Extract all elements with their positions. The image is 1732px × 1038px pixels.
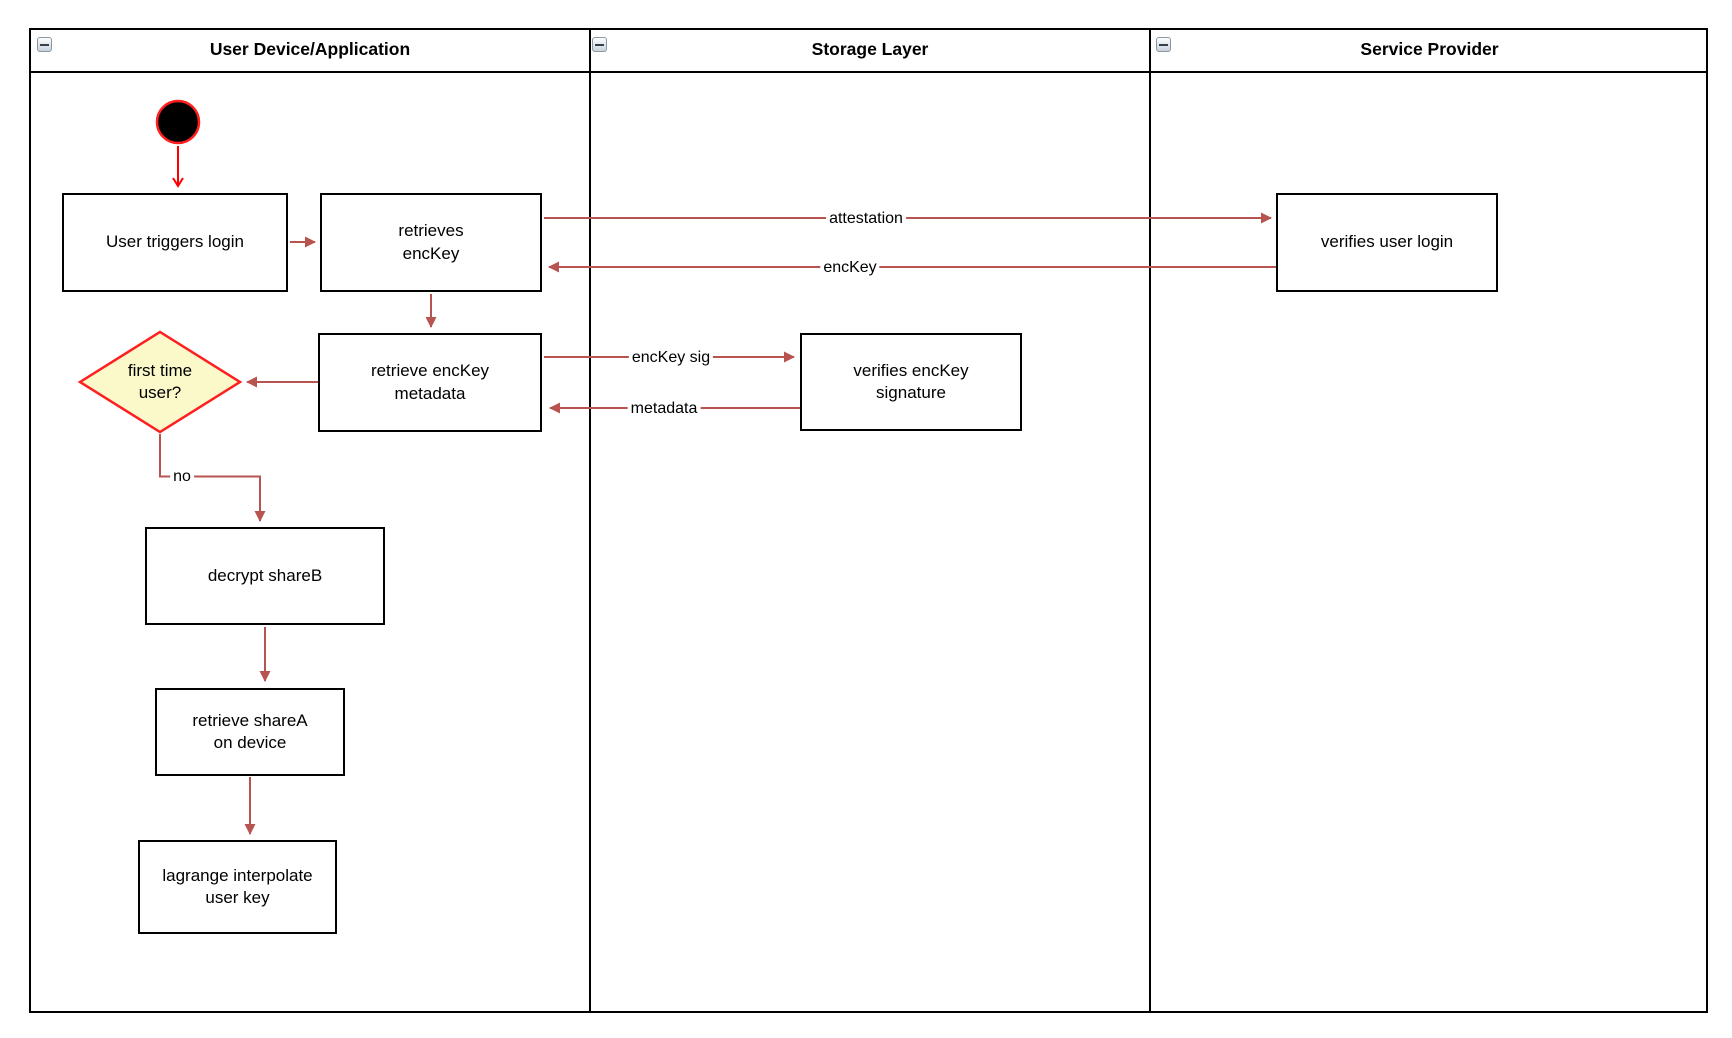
node-verifies-enckey-signature[interactable]: verifies encKey signature [800, 333, 1022, 431]
lane-title-user-device[interactable]: User Device/Application [209, 39, 411, 59]
edge-label-attestation: attestation [826, 210, 906, 228]
minus-icon [595, 43, 604, 46]
node-user-triggers-login[interactable]: User triggers login [62, 193, 288, 292]
lane-title-storage-layer[interactable]: Storage Layer [811, 39, 929, 59]
collapse-lane-button-service-provider[interactable] [1156, 37, 1171, 52]
collapse-lane-button-user-device[interactable] [37, 37, 52, 52]
node-retrieve-enckey-metadata[interactable]: retrieve encKey metadata [318, 333, 542, 432]
node-lagrange-interpolate[interactable]: lagrange interpolate user key [138, 840, 337, 934]
lane-divider-2 [1149, 28, 1151, 1013]
lane-title-service-provider[interactable]: Service Provider [1360, 39, 1499, 59]
decision-label: first time user? [127, 360, 193, 402]
collapse-lane-button-storage-layer[interactable] [592, 37, 607, 52]
lane-header-separator [29, 71, 1708, 73]
edge-label-enckey: encKey [820, 259, 880, 277]
edge-label-no: no [170, 468, 194, 486]
node-retrieves-enckey[interactable]: retrieves encKey [320, 193, 542, 292]
pool-frame [29, 28, 1708, 1013]
node-verifies-user-login[interactable]: verifies user login [1276, 193, 1498, 292]
edge-label-enckey-sig: encKey sig [628, 349, 714, 367]
node-decrypt-shareb[interactable]: decrypt shareB [145, 527, 385, 625]
edge-label-metadata: metadata [627, 400, 701, 418]
node-retrieve-sharea[interactable]: retrieve shareA on device [155, 688, 345, 776]
minus-icon [1159, 43, 1168, 46]
minus-icon [40, 43, 49, 46]
lane-divider-1 [589, 28, 591, 1013]
